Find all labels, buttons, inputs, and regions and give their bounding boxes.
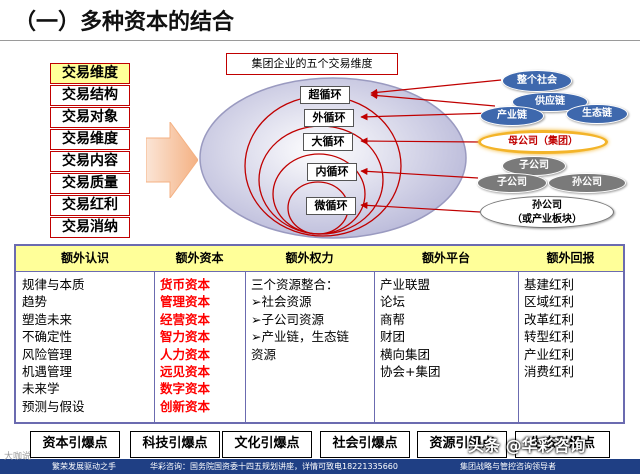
arrow-inner xyxy=(360,167,479,179)
list-item: 消费红利 xyxy=(524,364,575,380)
footer-right-text: 集团战略与管控咨询领导者 xyxy=(460,462,556,471)
table-cell: 产业联盟 论坛 商帮 财团 横向集团 协会+集团 xyxy=(380,276,516,380)
ring-label-super: 超循环 xyxy=(300,86,350,104)
list-item: 产业联盟 xyxy=(380,277,431,292)
arrow-super xyxy=(370,79,502,96)
ring-label-micro: 微循环 xyxy=(306,197,356,215)
oval-whole-society: 整个社会 xyxy=(502,70,572,92)
list-item: 数字资本 xyxy=(160,381,211,397)
oval-subsidiary-2: 子公司 xyxy=(477,173,547,193)
breakpoint-technology: 科技引爆点 xyxy=(130,431,220,458)
dimension-item-4: 交易维度 xyxy=(50,129,130,150)
arrow-big xyxy=(360,137,481,145)
table-header: 额外回报 xyxy=(518,246,623,272)
dimension-item-7: 交易红利 xyxy=(50,195,130,216)
list-item: 货币资本 xyxy=(160,277,211,292)
breakpoint-culture: 文化引爆点 xyxy=(222,431,312,458)
dimension-item-2: 交易结构 xyxy=(50,85,130,106)
table-cell: 规律与本质 趋势 塑造未来 不确定性 风险管理 机遇管理 未来学 预测与假设 xyxy=(22,276,152,415)
oval-industry-chain: 产业链 xyxy=(480,106,544,126)
table-column-cognition: 额外认识 规律与本质 趋势 塑造未来 不确定性 风险管理 机遇管理 未来学 预测… xyxy=(16,246,155,422)
list-item: 基建红利 xyxy=(524,277,575,292)
list-item: 改革红利 xyxy=(524,311,575,327)
list-item: 风险管理 xyxy=(22,346,73,362)
table-column-returns: 额外回报 基建红利 区域红利 改革红利 转型红利 产业红利 消费红利 xyxy=(518,246,623,422)
right-arrow-icon xyxy=(146,122,198,198)
list-item: 财团 xyxy=(380,329,406,345)
page-title: （一）多种资本的结合 xyxy=(14,10,235,35)
table-header: 额外认识 xyxy=(16,246,154,272)
list-item: 协会+集团 xyxy=(380,364,441,380)
list-item: 机遇管理 xyxy=(22,364,73,380)
breakpoint-ecology: 生态引爆点 xyxy=(515,431,610,458)
table-cell: 基建红利 区域红利 改革红利 转型红利 产业红利 消费红利 xyxy=(524,276,621,380)
table-cell: 货币资本 管理资本 经营资本 智力资本 人力资本 远见资本 数字资本 创新资本 xyxy=(160,276,243,415)
list-item: 转型红利 xyxy=(524,329,575,345)
ring-label-inner: 内循环 xyxy=(307,163,357,181)
list-item: 区域红利 xyxy=(524,294,575,310)
oval-grandchild-2: 孙公司 （或产业板块） xyxy=(480,196,614,228)
list-item: 趋势 xyxy=(22,294,48,310)
table-header: 额外资本 xyxy=(154,246,245,272)
table-column-platform: 额外平台 产业联盟 论坛 商帮 财团 横向集团 协会+集团 xyxy=(374,246,519,422)
footer-bar xyxy=(0,459,640,474)
list-item: 横向集团 xyxy=(380,346,431,362)
ring-label-outer: 外循环 xyxy=(304,109,354,127)
list-item: 预测与假设 xyxy=(22,398,85,414)
arrow-outer xyxy=(360,112,494,121)
table-header: 额外权力 xyxy=(245,246,374,272)
list-item: 论坛 xyxy=(380,294,406,310)
breakpoint-capital: 资本引爆点 xyxy=(30,431,120,458)
oval-ecosystem-chain: 生态链 xyxy=(566,104,628,124)
watermark-right: 头条 @华彩咨询 xyxy=(468,436,586,455)
list-item: ➢社会资源 xyxy=(251,294,312,310)
arrow-super-2 xyxy=(370,91,496,107)
list-item: 经营资本 xyxy=(160,311,211,327)
breakpoint-resource: 资源引爆点 xyxy=(417,431,507,458)
list-item: 产业红利 xyxy=(524,346,575,362)
diagram-title: 集团企业的五个交易维度 xyxy=(226,53,398,75)
extra-elements-table: 额外认识 规律与本质 趋势 塑造未来 不确定性 风险管理 机遇管理 未来学 预测… xyxy=(14,244,625,424)
list-item: 商帮 xyxy=(380,311,406,327)
dimension-item-5: 交易内容 xyxy=(50,151,130,172)
list-item: 智力资本 xyxy=(160,329,211,345)
title-divider xyxy=(0,40,640,41)
list-item: 塑造未来 xyxy=(22,311,73,327)
table-column-capital: 额外资本 货币资本 管理资本 经营资本 智力资本 人力资本 远见资本 数字资本 … xyxy=(154,246,246,422)
list-item: ➢子公司资源 xyxy=(251,311,324,327)
table-column-power: 额外权力 三个资源整合： ➢社会资源 ➢子公司资源 ➢产业链，生态链 资源 xyxy=(245,246,375,422)
list-item: 管理资本 xyxy=(160,294,211,310)
list-item: 不确定性 xyxy=(22,329,73,345)
footer-left-text: 繁荣发展驱动之手 xyxy=(52,462,116,471)
dimension-item-1: 交易维度 xyxy=(50,63,130,84)
table-header: 额外平台 xyxy=(374,246,518,272)
list-item: 人力资本 xyxy=(160,346,211,362)
watermark-left: 大咖说 xyxy=(4,452,32,462)
list-item: ➢产业链，生态链 xyxy=(251,329,349,345)
ring-label-big: 大循环 xyxy=(303,133,353,151)
list-item: 创新资本 xyxy=(160,398,211,414)
list-item: 未来学 xyxy=(22,381,60,397)
dimension-item-6: 交易质量 xyxy=(50,173,130,194)
table-cell: 三个资源整合： ➢社会资源 ➢子公司资源 ➢产业链，生态链 资源 xyxy=(251,276,372,363)
oval-parent-company: 母公司（集团） xyxy=(478,130,608,154)
footer-center-text: 华彩咨询：国务院国资委十四五规划讲座，详情可致电18221335660 xyxy=(150,462,398,471)
dimension-item-8: 交易消纳 xyxy=(50,217,130,238)
dimension-item-3: 交易对象 xyxy=(50,107,130,128)
list-item: 资源 xyxy=(251,346,277,362)
breakpoint-society: 社会引爆点 xyxy=(320,431,410,458)
list-item: 规律与本质 xyxy=(22,277,85,292)
list-item: 三个资源整合： xyxy=(251,277,339,292)
arrow-micro xyxy=(360,201,481,213)
oval-grandchild-1: 孙公司 xyxy=(548,173,626,193)
list-item: 远见资本 xyxy=(160,364,211,380)
